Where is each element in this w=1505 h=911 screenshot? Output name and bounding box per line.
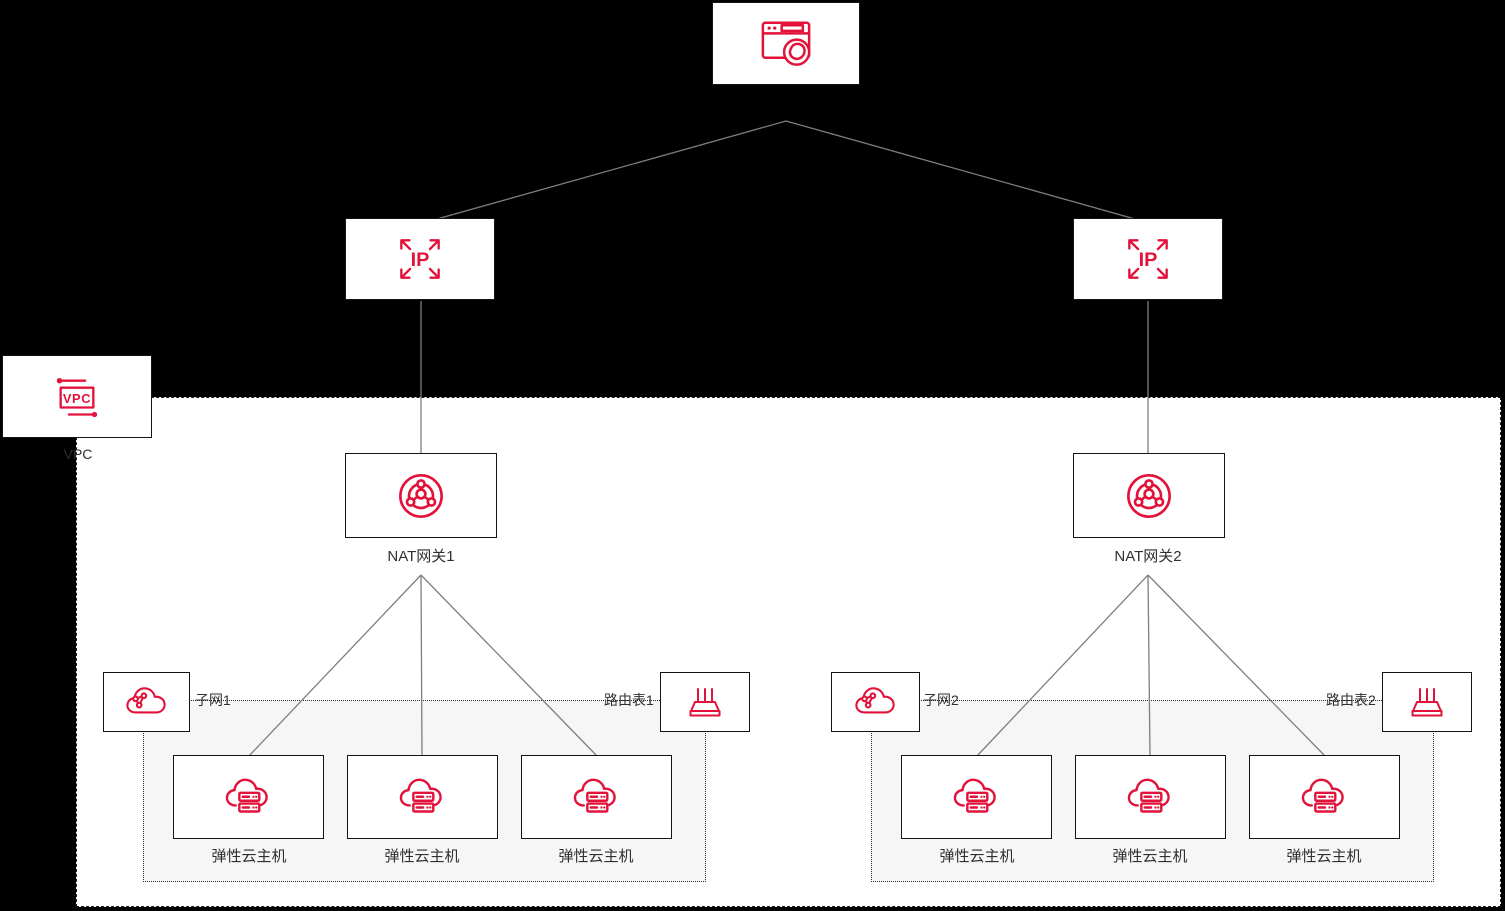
ecs-node — [1249, 755, 1400, 839]
vpc-label: VPC — [63, 446, 93, 462]
ecs-label: 弹性云主机 — [384, 848, 460, 865]
eip-ip-text: IP — [411, 249, 430, 271]
ecs-cloud-server-icon — [225, 778, 268, 813]
subnet2-node — [831, 672, 920, 732]
elastic-ip-icon: IP — [1128, 239, 1168, 279]
subnet-cloud-icon — [125, 687, 166, 714]
nat-gateway-icon — [399, 473, 443, 518]
ecs-label: 弹性云主机 — [1286, 848, 1362, 865]
elastic-ip-icon: IP — [400, 239, 440, 279]
ecs-node — [521, 755, 672, 839]
vpc-icon: VPC — [56, 377, 98, 417]
ecs-label: 弹性云主机 — [1112, 848, 1188, 865]
nat2-node — [1073, 453, 1225, 538]
ecs-node — [1075, 755, 1226, 839]
subnet-cloud-icon — [854, 687, 895, 714]
nat2-label: NAT网关2 — [1114, 548, 1182, 565]
ecs-cloud-server-icon — [399, 778, 442, 813]
route-table1-node — [660, 672, 750, 732]
route-table-icon — [689, 688, 721, 717]
ecs-node — [173, 755, 324, 839]
ecs-cloud-server-icon — [953, 778, 996, 813]
ecs-cloud-server-icon — [573, 778, 616, 813]
vpc-node: VPC — [2, 355, 152, 438]
ecs-label: 弹性云主机 — [558, 848, 634, 865]
eip-right-node: IP — [1073, 218, 1223, 300]
ecs-node — [901, 755, 1052, 839]
eip-ip-text: IP — [1139, 249, 1158, 271]
ecs-label: 弹性云主机 — [939, 848, 1015, 865]
route-table2-node — [1382, 672, 1472, 732]
ecs-cloud-server-icon — [1301, 778, 1344, 813]
subnet1-node — [103, 672, 190, 732]
eip-left-node: IP — [345, 218, 495, 300]
internet-browser-icon — [761, 21, 811, 66]
subnet1-label: 子网1 — [195, 692, 231, 708]
route-table2-label: 路由表2 — [1326, 692, 1376, 708]
vpc-icon-text: VPC — [63, 390, 91, 405]
ecs-node — [347, 755, 498, 839]
ecs-cloud-server-icon — [1127, 778, 1170, 813]
internet-to-eip-lines — [436, 120, 1136, 220]
nat-gateway-icon — [1127, 473, 1171, 518]
nat1-label: NAT网关1 — [387, 548, 455, 565]
route-table-icon — [1411, 688, 1443, 717]
ecs-label: 弹性云主机 — [211, 848, 287, 865]
nat1-node — [345, 453, 497, 538]
route-table1-label: 路由表1 — [604, 692, 654, 708]
internet-node — [712, 2, 860, 85]
subnet2-label: 子网2 — [923, 692, 959, 708]
